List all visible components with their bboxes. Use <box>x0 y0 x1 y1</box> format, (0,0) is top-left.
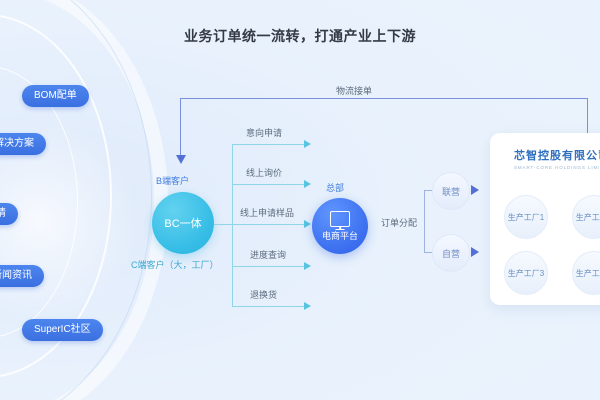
dispatch-label: 订单分配 <box>381 218 418 228</box>
flow-line-3 <box>232 224 305 225</box>
factory-circle-4[interactable]: 生产工厂4 <box>572 251 600 295</box>
factory-label-3: 生产工厂3 <box>507 268 545 278</box>
page-title: 业务订单统一流转，打通产业上下游 <box>184 28 416 44</box>
hub-circle[interactable]: 电商平台 <box>312 198 368 254</box>
channel-bus-line <box>424 190 425 252</box>
flow-line-1 <box>232 144 305 145</box>
channel-label-self: 自营 <box>441 248 460 259</box>
flow-feed-line <box>214 224 232 225</box>
factory-label-2: 生产工厂2 <box>575 212 600 222</box>
factory-circle-1[interactable]: 生产工厂1 <box>504 195 548 239</box>
factory-circle-3[interactable]: 生产工厂3 <box>504 251 548 295</box>
customer-circle[interactable]: BC一体 <box>152 192 214 254</box>
flow-label-4: 进度查询 <box>250 250 287 260</box>
flow-arrow-2-icon <box>304 180 311 188</box>
logistics-label: 物流接单 <box>336 86 373 96</box>
sidebar-pill-bom[interactable]: BOM配单 <box>22 85 89 107</box>
sidebar-pill-solution[interactable]: 解决方案 <box>0 133 46 155</box>
logistics-arrow-down-icon <box>176 155 186 164</box>
company-name-cn: 芯智控股有限公司 <box>514 150 600 162</box>
factory-label-4: 生产工厂4 <box>575 268 600 278</box>
customer-bottom-label: C端客户（大，工厂） <box>131 260 219 270</box>
flow-arrow-4-icon <box>304 262 311 270</box>
flow-line-5 <box>232 306 305 307</box>
channel-arrow-self-icon <box>471 247 479 257</box>
logistics-line-left <box>180 98 181 156</box>
flow-line-4 <box>232 266 305 267</box>
logistics-line-top <box>180 98 587 99</box>
flow-arrow-5-icon <box>304 302 311 310</box>
flow-arrow-3-icon <box>304 220 311 228</box>
factory-label-1: 生产工厂1 <box>507 212 545 222</box>
sidebar-pill-community[interactable]: SuperIC社区 <box>22 319 103 341</box>
flow-arrow-1-icon <box>304 140 311 148</box>
flow-label-2: 线上询价 <box>246 168 283 178</box>
flow-line-2 <box>232 184 305 185</box>
hub-circle-label: 电商平台 <box>321 230 358 241</box>
sidebar-pill-apply[interactable]: 申请 <box>0 203 18 225</box>
channel-line-top <box>424 190 436 191</box>
channel-arrow-joint-icon <box>471 185 479 195</box>
hub-top-label: 总部 <box>326 183 345 193</box>
company-name-en: SMART-CORE HOLDINGS LIMITED <box>514 165 600 170</box>
logistics-line-right <box>587 98 588 136</box>
flow-bus-line <box>232 144 233 306</box>
sidebar-pill-news[interactable]: 新闻资讯 <box>0 265 44 287</box>
flow-label-5: 退换货 <box>250 290 278 300</box>
channel-circle-joint[interactable]: 联营 <box>432 172 470 210</box>
channel-line-bottom <box>424 252 436 253</box>
company-brand: 芯智控股有限公司 SMART-CORE HOLDINGS LIMITED <box>514 147 600 170</box>
factory-circle-2[interactable]: 生产工厂2 <box>572 195 600 239</box>
customer-top-label: B端客户 <box>156 176 190 186</box>
flow-label-1: 意向申请 <box>246 128 283 138</box>
channel-circle-self[interactable]: 自营 <box>432 234 470 272</box>
monitor-icon <box>330 210 350 227</box>
channel-label-joint: 联营 <box>441 186 460 197</box>
customer-circle-label: BC一体 <box>164 218 202 230</box>
company-panel: 芯智控股有限公司 SMART-CORE HOLDINGS LIMITED 生产工… <box>490 133 600 305</box>
flow-label-3: 线上申请样品 <box>240 208 295 218</box>
